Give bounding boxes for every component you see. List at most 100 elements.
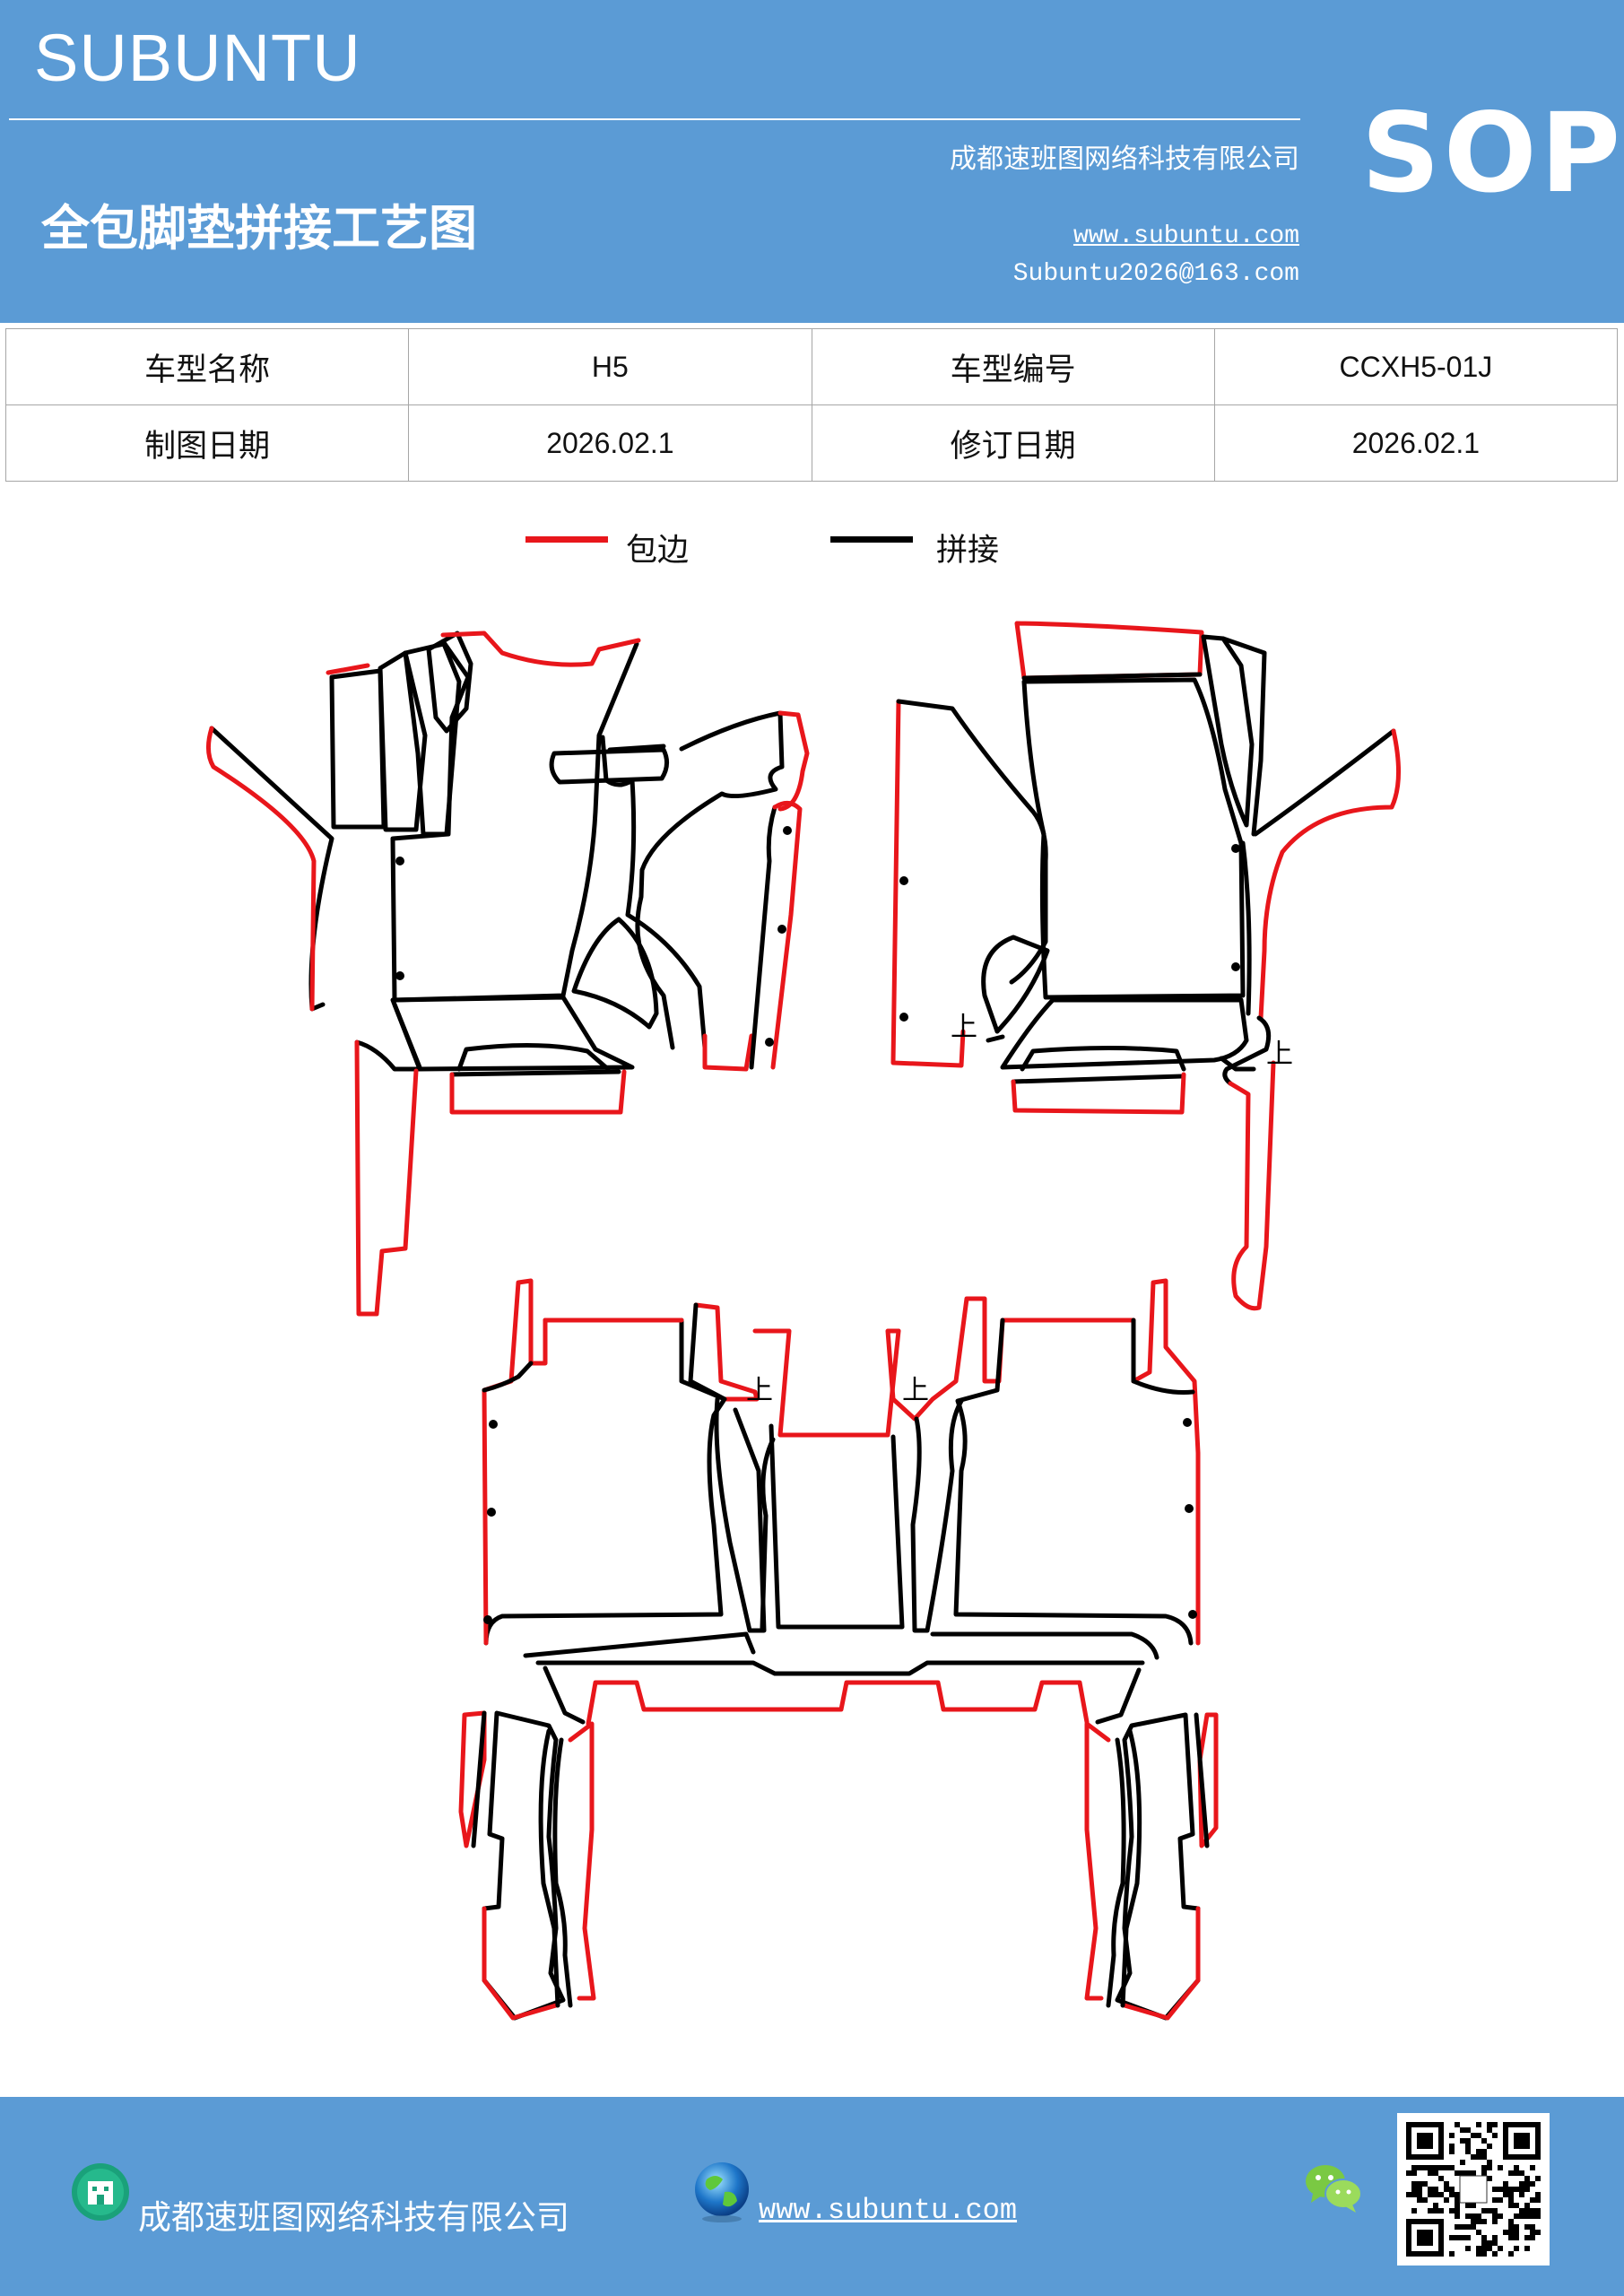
qr-module — [1487, 2127, 1492, 2133]
qr-module — [1498, 2246, 1503, 2251]
qr-module — [1519, 2181, 1524, 2187]
qr-module — [1535, 2208, 1541, 2213]
qr-module — [1535, 2192, 1541, 2197]
qr-code[interactable] — [1397, 2113, 1550, 2266]
mat-panel — [910, 1398, 964, 1633]
qr-module — [1438, 2192, 1444, 2197]
header-banner: SUBUNTU 成都速班图网络科技有限公司 全包脚垫拼接工艺图 www.subu… — [0, 0, 1624, 323]
qr-module — [1444, 2165, 1449, 2170]
legend-edge-label: 包边 — [626, 533, 690, 569]
qr-module — [1487, 2208, 1492, 2213]
qr-module — [1492, 2240, 1498, 2246]
qr-module — [1417, 2192, 1422, 2197]
mat-panel — [760, 1437, 776, 1631]
qr-module — [1428, 2192, 1433, 2197]
mat-panel — [1253, 728, 1396, 837]
qr-module — [1460, 2170, 1465, 2176]
mat-panel — [456, 1042, 611, 1072]
qr-module — [1487, 2144, 1492, 2149]
pin-dot — [899, 1013, 908, 1022]
qr-module — [1503, 2230, 1508, 2235]
qr-module — [1514, 2213, 1519, 2219]
qr-module — [1508, 2224, 1514, 2230]
mat-edge — [1258, 728, 1401, 1021]
qr-module — [1530, 2213, 1535, 2219]
company-name: 成都速班图网络科技有限公司 — [950, 144, 1299, 175]
qr-module — [1519, 2187, 1524, 2192]
qr-module — [1519, 2192, 1524, 2197]
qr-module — [1535, 2230, 1541, 2235]
qr-module — [1519, 2213, 1524, 2219]
qr-module — [1481, 2149, 1487, 2154]
mat-panel — [896, 699, 1048, 985]
pin-dot — [1231, 844, 1240, 853]
pin-dot — [395, 857, 404, 865]
qr-module — [1471, 2154, 1476, 2160]
qr-module — [1524, 2208, 1530, 2213]
mat-panel — [1222, 1015, 1272, 1086]
qr-module — [1508, 2219, 1514, 2224]
qr-module — [1428, 2165, 1433, 2170]
qr-module — [1508, 2251, 1514, 2257]
table-row: 车型名称 H5 车型编号 CCXH5-01J — [4, 328, 1619, 405]
qr-module — [1449, 2192, 1455, 2197]
email-address: Subuntu2026@163.com — [1012, 260, 1299, 288]
mat-edge — [1228, 1060, 1276, 1311]
mat-panel — [390, 639, 639, 1003]
front-left-mat-group — [206, 631, 810, 1317]
mat-panel — [392, 1002, 422, 1070]
top-marker: 上 — [902, 1375, 929, 1406]
qr-module — [1481, 2246, 1487, 2251]
sop-badge: SOP — [1361, 90, 1624, 217]
qr-module — [1411, 2165, 1417, 2170]
qr-module — [1438, 2165, 1444, 2170]
qr-module — [1492, 2187, 1498, 2192]
website-link[interactable]: www.subuntu.com — [1073, 222, 1299, 250]
qr-module — [1433, 2203, 1438, 2208]
qr-module — [1530, 2181, 1535, 2187]
qr-module — [1449, 2149, 1455, 2154]
qr-module — [1417, 2187, 1422, 2192]
rear-mat-group: 上 上 — [458, 1278, 1219, 2021]
qr-module — [1519, 2208, 1524, 2213]
mat-edge — [354, 1039, 419, 1317]
building-icon — [72, 2163, 129, 2221]
qr-module — [1481, 2208, 1487, 2213]
qr-module — [1455, 2224, 1460, 2230]
mat-panel — [635, 710, 785, 1050]
qr-module — [1465, 2224, 1471, 2230]
mat-panel — [449, 1069, 621, 1077]
qr-module — [1481, 2240, 1487, 2246]
qr-module — [1476, 2154, 1481, 2160]
mat-edge — [1014, 621, 1204, 681]
qr-module — [1514, 2187, 1519, 2192]
mat-panel — [535, 1660, 1145, 1676]
mat-panel — [1020, 1046, 1186, 1072]
qr-module — [1422, 2165, 1428, 2170]
qr-module — [1411, 2208, 1417, 2213]
qr-module — [1508, 2230, 1514, 2235]
mat-panel — [354, 1039, 422, 1072]
qr-module — [1476, 2133, 1481, 2138]
mat-panel — [981, 935, 1050, 1034]
qr-module — [1411, 2192, 1417, 2197]
qr-module — [1492, 2235, 1498, 2240]
mat-panel — [571, 917, 659, 1030]
mat-panel — [607, 744, 666, 752]
qr-module — [1476, 2149, 1481, 2154]
qr-module — [1481, 2219, 1487, 2224]
qr-module — [1535, 2213, 1541, 2219]
qr-module — [1449, 2208, 1455, 2213]
footer-website-link[interactable]: www.subuntu.com — [759, 2194, 1018, 2227]
qr-module — [1460, 2127, 1465, 2133]
qr-module — [1471, 2133, 1476, 2138]
revision-date-value: 2026.02.1 — [1213, 404, 1619, 482]
qr-module — [1492, 2122, 1498, 2127]
pin-dot — [487, 1508, 496, 1517]
qr-module — [1487, 2176, 1492, 2181]
qr-module — [1433, 2187, 1438, 2192]
qr-module — [1411, 2187, 1417, 2192]
qr-module — [1492, 2219, 1498, 2224]
qr-module — [1508, 2197, 1514, 2203]
qr-module — [1487, 2246, 1492, 2251]
